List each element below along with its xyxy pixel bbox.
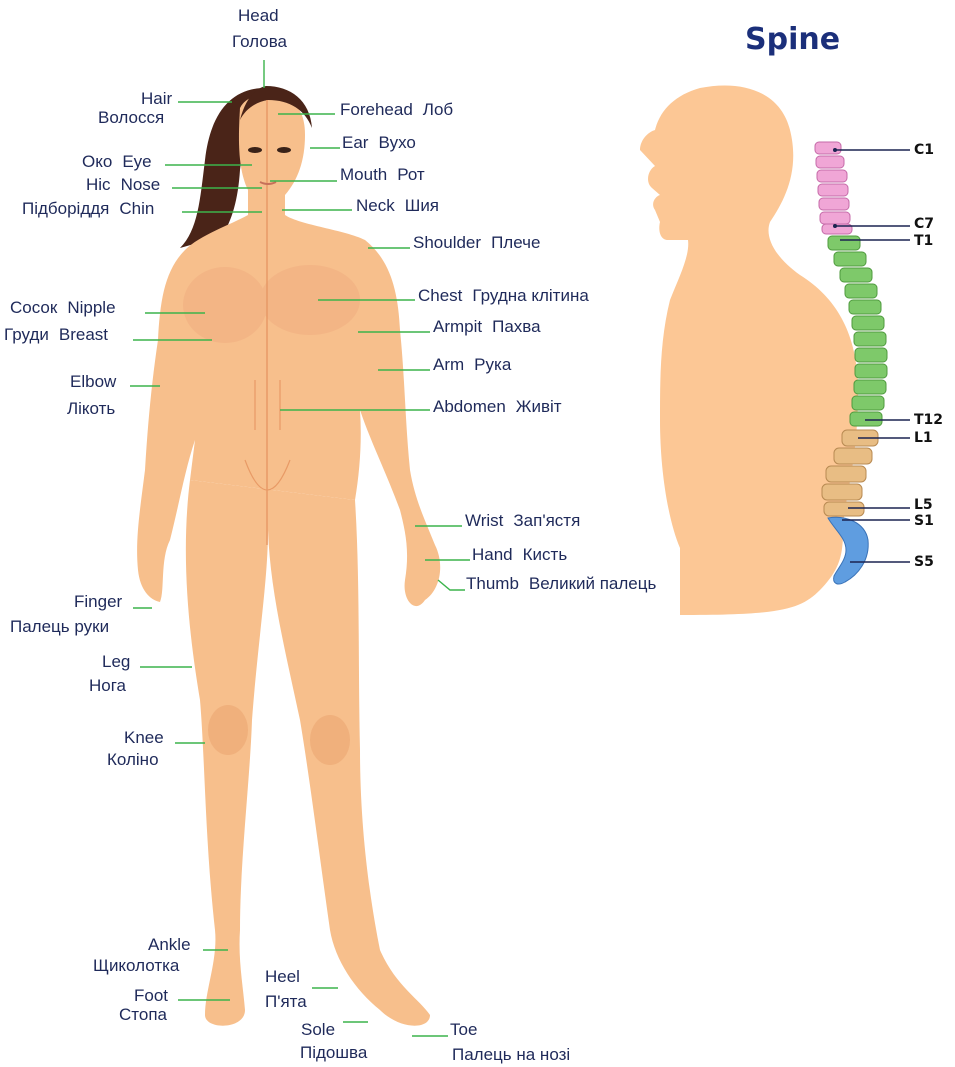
- label-shoulder: Shoulder Плече: [413, 233, 540, 253]
- label-breast-uk: Груди: [4, 325, 49, 345]
- vertebra-label-t12: T12: [914, 412, 943, 428]
- eye-right: [277, 147, 291, 153]
- label-knee-en: Knee: [124, 728, 164, 748]
- label-foot-en: Foot: [134, 986, 168, 1006]
- label-breast-en: Breast: [59, 325, 108, 345]
- vertebra-label-t1: T1: [914, 233, 933, 249]
- label-arm-en: Arm: [433, 355, 464, 375]
- label-neck: Neck Шия: [356, 196, 439, 216]
- breast-shape: [183, 267, 267, 343]
- vertebra-label-c1: C1: [914, 142, 934, 158]
- label-mouth: Mouth Рот: [340, 165, 425, 185]
- label-abdomen-uk: Живіт: [516, 397, 562, 417]
- label-ankle-uk: Щиколотка: [93, 956, 179, 976]
- label-toe-uk: Палець на нозі: [452, 1045, 570, 1065]
- label-nipple-uk: Сосок: [10, 298, 57, 318]
- label-arm: Arm Рука: [433, 355, 511, 375]
- label-sole-en: Sole: [301, 1020, 335, 1040]
- label-ankle-en: Ankle: [148, 935, 191, 955]
- label-wrist-uk: Зап'ястя: [513, 511, 580, 531]
- label-elbow-en: Elbow: [70, 372, 116, 392]
- label-chest: Chest Грудна клітина: [418, 286, 589, 306]
- label-neck-en: Neck: [356, 196, 395, 216]
- label-nose: Ніс Nose: [86, 175, 160, 195]
- label-nipple: Сосок Nipple: [10, 298, 116, 318]
- label-head-en: Head: [238, 6, 279, 26]
- label-toe-en: Toe: [450, 1020, 477, 1040]
- label-thumb-en: Thumb: [466, 574, 519, 594]
- spine-figure: [640, 85, 887, 615]
- label-heel-uk: П'ята: [265, 992, 307, 1012]
- label-hand-uk: Кисть: [523, 545, 568, 565]
- label-arm-uk: Рука: [474, 355, 511, 375]
- label-forehead-en: Forehead: [340, 100, 413, 120]
- label-leg-uk: Нога: [89, 676, 126, 696]
- spine-title: Spine: [745, 22, 840, 57]
- label-abdomen: Abdomen Живіт: [433, 397, 562, 417]
- label-head-uk: Голова: [232, 32, 287, 52]
- label-shoulder-en: Shoulder: [413, 233, 481, 253]
- label-knee-uk: Коліно: [107, 750, 159, 770]
- label-neck-uk: Шия: [405, 196, 439, 216]
- leader-thumb: [438, 580, 465, 590]
- label-mouth-en: Mouth: [340, 165, 387, 185]
- knee-left: [208, 705, 248, 755]
- vertebra-label-c7: C7: [914, 216, 934, 232]
- label-foot-uk: Стопа: [119, 1005, 167, 1025]
- label-wrist: Wrist Зап'ястя: [465, 511, 580, 531]
- label-elbow-uk: Лікоть: [67, 399, 115, 419]
- label-nipple-en: Nipple: [67, 298, 115, 318]
- label-nose-uk: Ніс: [86, 175, 111, 195]
- vertebra-label-l1: L1: [914, 430, 933, 446]
- eye-left: [248, 147, 262, 153]
- label-armpit-uk: Пахва: [492, 317, 540, 337]
- label-hand-en: Hand: [472, 545, 513, 565]
- label-mouth-uk: Рот: [397, 165, 424, 185]
- vertebra-label-l5: L5: [914, 497, 933, 513]
- label-ear-en: Ear: [342, 133, 368, 153]
- label-chest-en: Chest: [418, 286, 462, 306]
- label-armpit-en: Armpit: [433, 317, 482, 337]
- label-shoulder-uk: Плече: [491, 233, 540, 253]
- human-figure: [137, 86, 440, 1026]
- label-chin-uk: Підборіддя: [22, 199, 109, 219]
- label-thumb: Thumb Великий палець: [466, 574, 656, 594]
- label-forehead: Forehead Лоб: [340, 100, 453, 120]
- label-ear-uk: Вухо: [378, 133, 415, 153]
- label-heel-en: Heel: [265, 967, 300, 987]
- label-finger-uk: Палець руки: [10, 617, 109, 637]
- label-armpit: Armpit Пахва: [433, 317, 541, 337]
- label-abdomen-en: Abdomen: [433, 397, 506, 417]
- label-nose-en: Nose: [121, 175, 161, 195]
- label-chin-en: Chin: [119, 199, 154, 219]
- label-breast: Груди Breast: [4, 325, 108, 345]
- label-eye-en: Eye: [122, 152, 151, 172]
- label-eye-uk: Око: [82, 152, 112, 172]
- label-thumb-uk: Великий палець: [529, 574, 656, 594]
- label-eye: Око Eye: [82, 152, 152, 172]
- vertebra-label-s1: S1: [914, 513, 934, 529]
- label-chin: Підборіддя Chin: [22, 199, 154, 219]
- cervical-vertebrae: [815, 142, 852, 234]
- label-leg-en: Leg: [102, 652, 130, 672]
- label-sole-uk: Підошва: [300, 1043, 367, 1063]
- label-hair-en: Hair: [141, 89, 172, 109]
- label-hair-uk: Волосся: [98, 108, 164, 128]
- label-wrist-en: Wrist: [465, 511, 503, 531]
- label-forehead-uk: Лоб: [423, 100, 453, 120]
- label-chest-uk: Грудна клітина: [472, 286, 588, 306]
- label-finger-en: Finger: [74, 592, 122, 612]
- knee-right: [310, 715, 350, 765]
- label-hand: Hand Кисть: [472, 545, 567, 565]
- vertebra-label-s5: S5: [914, 554, 934, 570]
- label-ear: Ear Вухо: [342, 133, 416, 153]
